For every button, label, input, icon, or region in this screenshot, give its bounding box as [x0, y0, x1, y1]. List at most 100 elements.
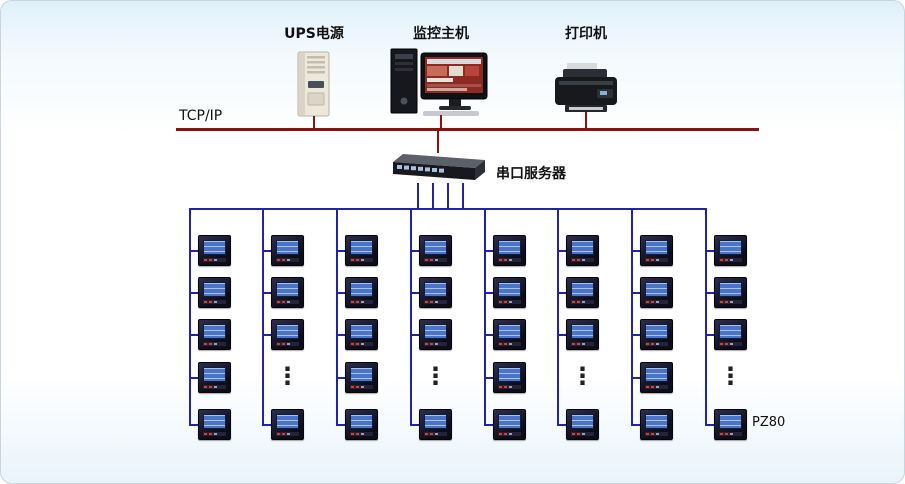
power-meter — [640, 319, 673, 350]
power-meter — [271, 409, 304, 440]
meter-buttons — [424, 432, 447, 436]
meter-screen — [645, 282, 668, 297]
bus-line-col-6 — [557, 208, 559, 425]
printer-device — [553, 61, 619, 119]
printer-drop-line — [585, 112, 587, 128]
host-drop-line — [440, 115, 442, 128]
meter-buttons — [498, 258, 521, 262]
more-meters-ellipsis: ⋮ — [718, 362, 743, 390]
meter-buttons — [203, 432, 226, 436]
meter-screen — [350, 367, 373, 382]
bus-line-col-3 — [336, 208, 338, 425]
power-meter — [419, 319, 452, 350]
meter-stub — [262, 334, 271, 336]
meter-stub — [557, 334, 566, 336]
meter-stub — [189, 424, 198, 426]
meter-buttons — [719, 342, 742, 346]
server-connector-2 — [432, 183, 434, 209]
power-meter — [419, 409, 452, 440]
meter-screen — [350, 324, 373, 339]
meter-stub — [336, 424, 345, 426]
meter-screen — [276, 240, 299, 255]
meter-buttons — [203, 342, 226, 346]
power-meter — [714, 409, 747, 440]
meter-buttons — [498, 385, 521, 389]
meter-screen — [498, 414, 521, 429]
more-meters-ellipsis: ⋮ — [275, 362, 300, 390]
meter-screen — [571, 324, 594, 339]
meter-screen — [203, 367, 226, 382]
meter-buttons — [350, 258, 373, 262]
power-meter — [493, 235, 526, 266]
meter-stub — [631, 377, 640, 379]
more-meters-ellipsis: ⋮ — [570, 362, 595, 390]
meter-stub — [189, 334, 198, 336]
meter-screen — [203, 282, 226, 297]
meter-buttons — [498, 342, 521, 346]
printer-label: 打印机 — [565, 26, 607, 42]
server-connector-4 — [462, 183, 464, 209]
meter-buttons — [571, 342, 594, 346]
meter-screen — [350, 282, 373, 297]
ups-device — [295, 51, 333, 121]
meter-buttons — [571, 432, 594, 436]
power-meter — [345, 319, 378, 350]
meter-stub — [631, 250, 640, 252]
meter-stub — [631, 334, 640, 336]
meter-buttons — [276, 342, 299, 346]
bus-line-col-1 — [189, 208, 191, 425]
meter-stub — [631, 424, 640, 426]
power-meter — [714, 319, 747, 350]
meter-stub — [484, 292, 493, 294]
meter-screen — [719, 414, 742, 429]
meter-buttons — [719, 432, 742, 436]
power-meter — [640, 409, 673, 440]
meter-screen — [571, 414, 594, 429]
bus-line-col-8 — [705, 208, 707, 425]
meter-stub — [557, 250, 566, 252]
power-meter — [198, 409, 231, 440]
power-meter — [345, 362, 378, 393]
meter-screen — [424, 240, 447, 255]
power-meter — [566, 409, 599, 440]
meter-stub — [410, 334, 419, 336]
meter-screen — [719, 324, 742, 339]
power-meter — [271, 277, 304, 308]
power-meter — [714, 235, 747, 266]
power-meter — [271, 319, 304, 350]
meter-buttons — [276, 300, 299, 304]
meter-screen — [350, 240, 373, 255]
server-connector-1 — [417, 183, 419, 209]
meter-screen — [719, 282, 742, 297]
power-meter — [640, 235, 673, 266]
bus-line-col-5 — [484, 208, 486, 425]
power-meter — [198, 362, 231, 393]
meter-stub — [262, 292, 271, 294]
meter-stub — [705, 250, 714, 252]
meter-buttons — [203, 258, 226, 262]
meter-screen — [498, 282, 521, 297]
meter-stub — [262, 250, 271, 252]
meter-buttons — [350, 385, 373, 389]
meter-buttons — [498, 432, 521, 436]
meter-stub — [705, 292, 714, 294]
meter-buttons — [498, 300, 521, 304]
meter-buttons — [276, 258, 299, 262]
meter-buttons — [203, 385, 226, 389]
meter-screen — [498, 367, 521, 382]
tcpip-label: TCP/IP — [179, 108, 223, 124]
bus-line-col-4 — [410, 208, 412, 425]
meter-buttons — [424, 342, 447, 346]
meter-stub — [631, 292, 640, 294]
meter-buttons — [424, 258, 447, 262]
meter-screen — [571, 240, 594, 255]
meter-buttons — [571, 300, 594, 304]
meter-buttons — [645, 300, 668, 304]
power-meter — [198, 319, 231, 350]
meter-buttons — [571, 258, 594, 262]
meter-stub — [557, 424, 566, 426]
bus-line-col-7 — [631, 208, 633, 425]
serial-server-label: 串口服务器 — [496, 166, 566, 182]
meter-buttons — [350, 432, 373, 436]
